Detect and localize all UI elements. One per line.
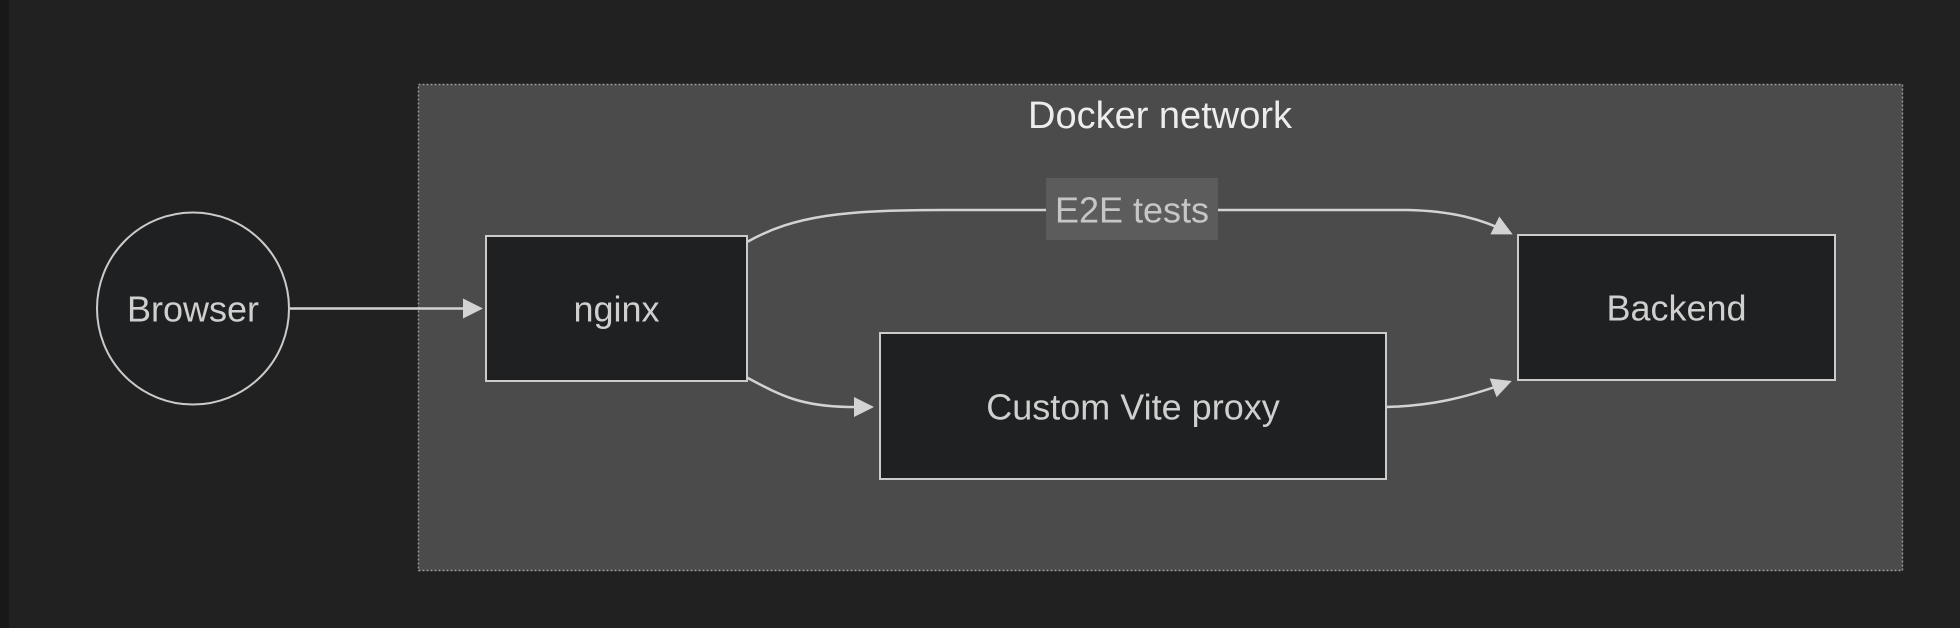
edge-nginx-to-backend <box>746 208 1513 244</box>
node-backend-label: Backend <box>1606 288 1746 329</box>
edge-nginx-to-proxy <box>745 375 874 417</box>
node-browser <box>96 211 290 406</box>
node-custom-vite-proxy <box>879 332 1387 480</box>
edge-label-e2e-tests-bg <box>1046 178 1218 240</box>
node-browser-label: Browser <box>127 289 259 330</box>
edge-label-e2e-tests: E2E tests <box>1055 190 1209 231</box>
node-custom-vite-proxy-label: Custom Vite proxy <box>986 387 1279 428</box>
window-left-edge <box>0 0 9 628</box>
edge-proxy-to-backend <box>1385 378 1512 409</box>
node-nginx <box>485 235 748 382</box>
docker-network-title: Docker network <box>1028 95 1293 137</box>
node-backend <box>1517 234 1836 381</box>
node-nginx-label: nginx <box>573 289 659 330</box>
